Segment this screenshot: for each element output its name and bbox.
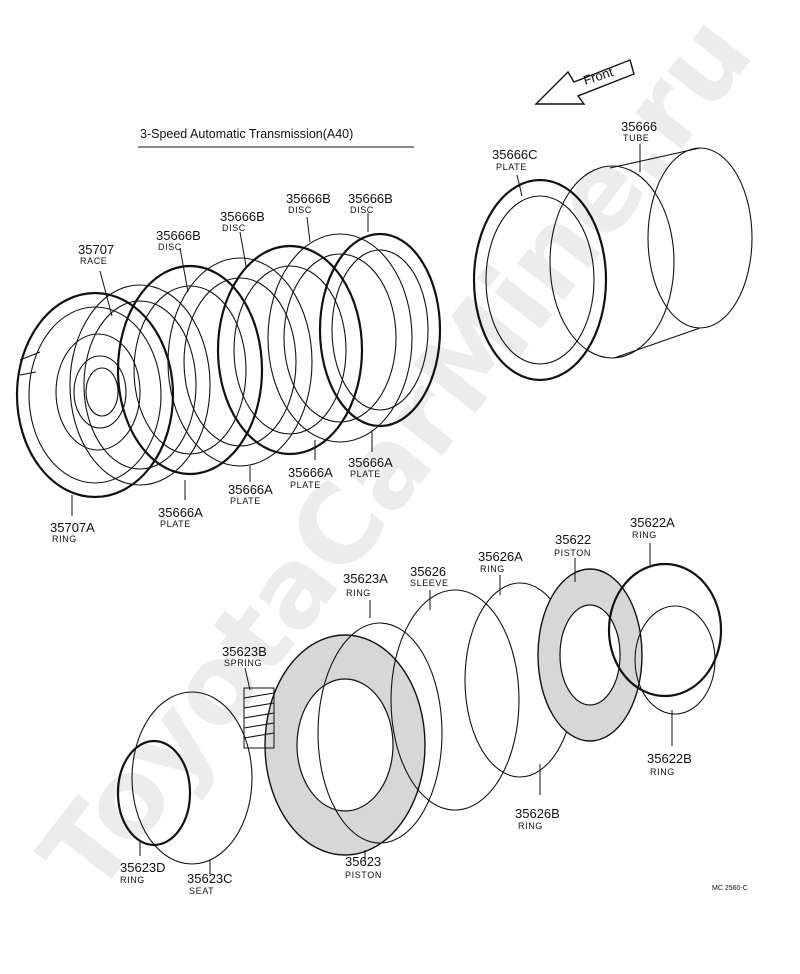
part-name-35626B: RING — [518, 821, 543, 831]
part-name-35623B: SPRING — [224, 658, 262, 668]
part-name-35666B-1: DISC — [158, 242, 182, 252]
part-number-35622: 35622 — [555, 532, 591, 547]
part-name-35626: SLEEVE — [410, 578, 449, 588]
part-name-35666C: PLATE — [496, 162, 527, 172]
part-name-35623A: RING — [346, 588, 371, 598]
part-name-35622: PISTON — [554, 548, 591, 558]
part-name-35666: TUBE — [623, 133, 649, 143]
part-number-35623C: 35623C — [187, 871, 233, 886]
part-number-35626B: 35626B — [515, 806, 560, 821]
diagram-title: 3-Speed Automatic Transmission(A40) — [140, 127, 353, 141]
part-number-35623: 35623 — [345, 854, 381, 869]
part-name-35666A-4: PLATE — [350, 469, 381, 479]
part-name-35626A: RING — [480, 564, 505, 574]
part-number-35707A: 35707A — [50, 520, 95, 535]
clutch-race-ring-drawing — [15, 291, 175, 499]
clutch-disc-plate-stack — [69, 232, 442, 486]
return-spring-set-drawing — [243, 687, 275, 749]
part-name-35666B-3: DISC — [288, 205, 312, 215]
part-number-35666: 35666 — [621, 119, 657, 134]
part-number-35666B-4: 35666B — [348, 191, 393, 206]
part-name-35666B-2: DISC — [222, 223, 246, 233]
part-name-35666A-1: PLATE — [160, 519, 191, 529]
clutch-tube-drawing — [472, 147, 753, 382]
part-number-35666A-1: 35666A — [158, 505, 203, 520]
part-number-35666A-2: 35666A — [228, 482, 273, 497]
part-number-35707: 35707 — [78, 242, 114, 257]
part-name-35666A-3: PLATE — [290, 480, 321, 490]
part-number-35666A-3: 35666A — [288, 465, 333, 480]
part-name-35707: RACE — [80, 256, 107, 266]
part-number-35666C: 35666C — [492, 147, 538, 162]
part-number-35623A: 35623A — [343, 571, 388, 586]
part-number-35626A: 35626A — [478, 549, 523, 564]
part-number-35622A: 35622A — [630, 515, 675, 530]
part-number-35623B: 35623B — [222, 644, 267, 659]
part-labels: 35707 RACE 35666B DISC 35666B DISC 35666… — [50, 119, 748, 896]
part-name-35623D: RING — [120, 875, 145, 885]
diagram-code: MC 2560-C — [712, 885, 748, 892]
piston-assembly-drawing — [116, 562, 723, 865]
part-name-35622A: RING — [632, 530, 657, 540]
part-number-35666A-4: 35666A — [348, 455, 393, 470]
part-number-35622B: 35622B — [647, 751, 692, 766]
part-name-35623C: SEAT — [189, 886, 214, 896]
part-name-35666B-4: DISC — [350, 205, 374, 215]
part-number-35666B-3: 35666B — [286, 191, 331, 206]
part-name-35707A: RING — [52, 534, 77, 544]
part-number-35666B-2: 35666B — [220, 209, 265, 224]
part-number-35626: 35626 — [410, 564, 446, 579]
part-number-35666B-1: 35666B — [156, 228, 201, 243]
part-name-35666A-2: PLATE — [230, 496, 261, 506]
part-name-35623: PISTON — [345, 870, 382, 880]
leader-lines — [71, 144, 673, 874]
part-number-35623D: 35623D — [120, 860, 166, 875]
part-name-35622B: RING — [650, 767, 675, 777]
